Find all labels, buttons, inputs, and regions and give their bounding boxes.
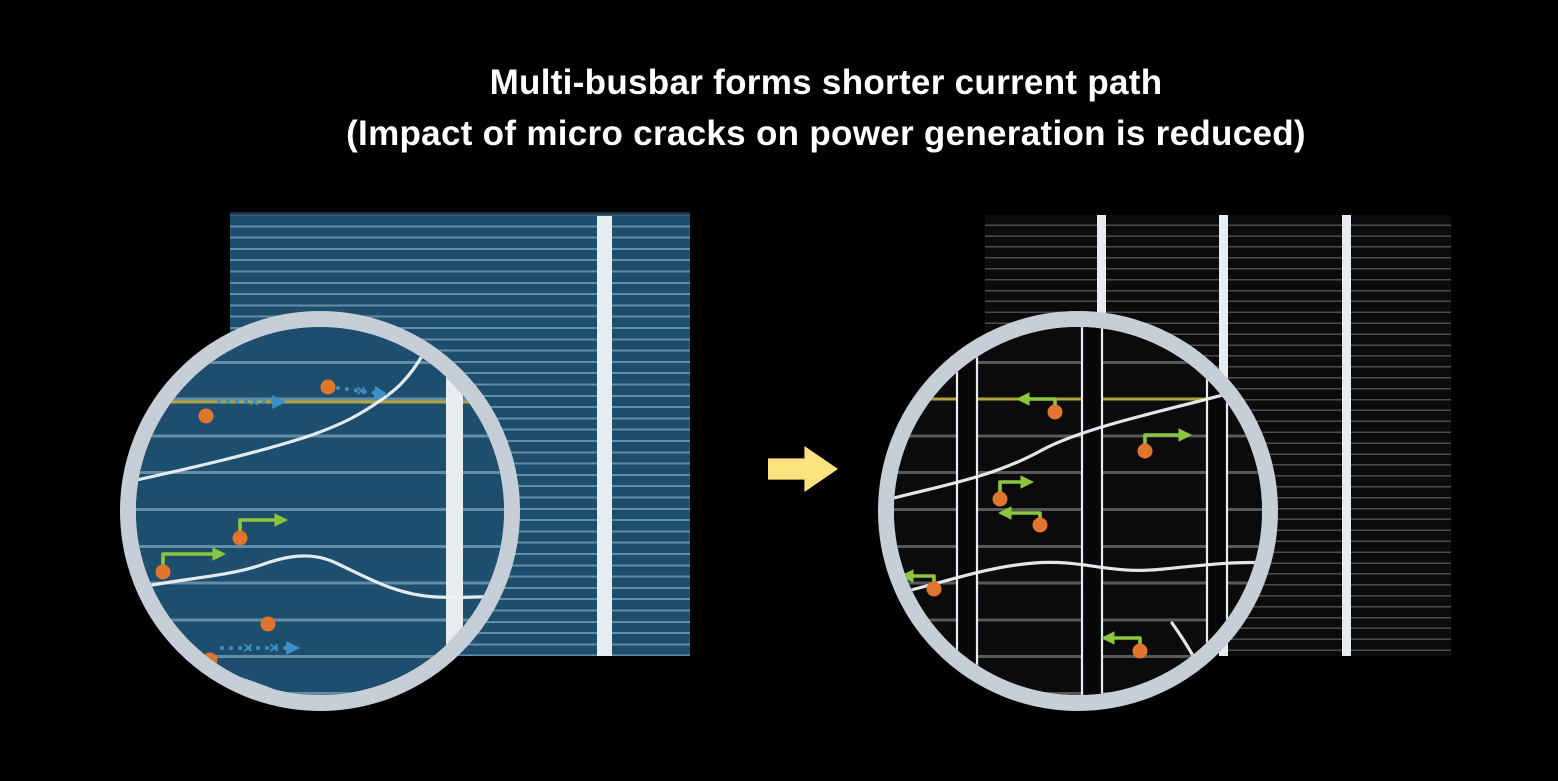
electron-dot [1032, 517, 1048, 533]
electron-dot [320, 379, 336, 395]
magnified-busbar [446, 327, 463, 695]
right-zoom-lens [878, 311, 1278, 711]
left-zoom-annotations: × × × × [136, 327, 504, 695]
busbar-bar [597, 216, 612, 656]
current-path-arrow [161, 547, 227, 571]
magnified-busbar [955, 327, 979, 695]
electrons [155, 379, 336, 668]
blocked-cross-icon: × [243, 640, 252, 657]
current-path-arrow [238, 513, 289, 537]
left-zoom-view: × × × × [136, 327, 504, 695]
current-flow-paths [899, 392, 1193, 649]
current-path-arrow [1143, 428, 1193, 449]
current-path-arrow [998, 475, 1035, 497]
electron-dot [1047, 404, 1063, 420]
electron-dot [1137, 443, 1153, 459]
magnified-busbar [1080, 327, 1104, 695]
right-zoom-annotations [894, 327, 1262, 695]
electron-dot [926, 581, 942, 597]
left-zoom-lens: × × × × [120, 311, 520, 711]
electron-dot [202, 652, 218, 668]
diagram-title: Multi-busbar forms shorter current path … [0, 57, 1558, 159]
blocked-current-paths: × × × × [217, 383, 389, 657]
transition-arrow-icon [768, 446, 838, 492]
electron-dot [260, 616, 276, 632]
electron-dot [232, 530, 248, 546]
electrons [926, 404, 1153, 659]
magnified-busbar-ribbons [955, 327, 1229, 695]
blocked-path-arrow [336, 385, 389, 400]
busbar-bar [1342, 215, 1351, 656]
magnified-busbar [1205, 327, 1229, 695]
blocked-cross-icon: × [269, 640, 278, 657]
title-line-1: Multi-busbar forms shorter current path [489, 63, 1163, 102]
electron-dot [198, 408, 214, 424]
electron-dot [155, 564, 171, 580]
electron-dot [992, 491, 1008, 507]
micro-cracks [136, 327, 504, 695]
electron-dot [1132, 643, 1148, 659]
blocked-cross-icon: × [356, 383, 365, 400]
micro-cracks [894, 382, 1262, 695]
blocked-cross-icon: × [249, 394, 258, 411]
current-path-arrow [997, 506, 1042, 523]
current-flow-paths [161, 513, 289, 571]
title-line-2: (Impact of micro cracks on power generat… [346, 114, 1306, 153]
right-zoom-view [894, 327, 1262, 695]
